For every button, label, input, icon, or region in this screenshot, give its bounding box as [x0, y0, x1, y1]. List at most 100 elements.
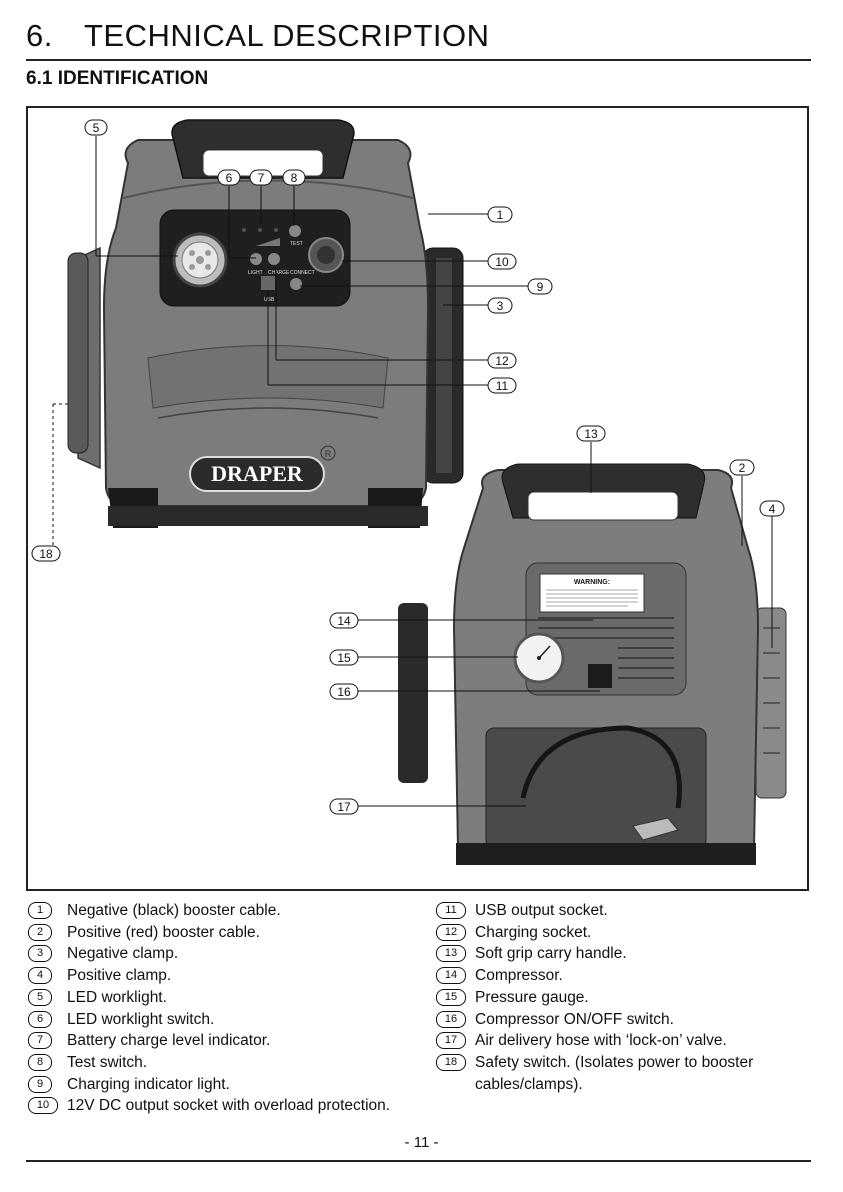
legend-number: 7 — [28, 1032, 52, 1050]
legend-number: 8 — [28, 1053, 52, 1071]
bottom-rule — [26, 1160, 811, 1162]
registered-mark: R — [325, 449, 332, 459]
legend-item: 17 Air delivery hose with ‘lock-on’ valve… — [436, 1030, 806, 1052]
svg-text:7: 7 — [258, 171, 265, 185]
callout-18: 18 — [31, 545, 61, 562]
connect-label: CONNECT — [290, 270, 315, 276]
legend-number: 2 — [28, 923, 52, 941]
svg-text:16: 16 — [337, 685, 351, 699]
svg-text:2: 2 — [739, 461, 746, 475]
svg-text:9: 9 — [537, 280, 544, 294]
legend-item: 12 Charging socket. — [436, 922, 806, 944]
svg-text:15: 15 — [337, 651, 351, 665]
legend-number: 10 — [28, 1097, 58, 1115]
section-number: 6. — [26, 18, 53, 53]
legend-text: Positive clamp. — [67, 967, 172, 985]
legend-item: 11 USB output socket. — [436, 900, 806, 922]
svg-text:17: 17 — [337, 800, 351, 814]
callout-2: 2 — [729, 459, 755, 476]
legend-number: 3 — [28, 945, 52, 963]
callout-17: 17 — [329, 798, 359, 815]
legend-item: 2 Positive (red) booster cable. — [28, 922, 408, 944]
legend-text: Negative (black) booster cable. — [67, 902, 281, 919]
legend-item: 14 Compressor. — [436, 965, 806, 987]
legend-number: 6 — [28, 1010, 52, 1028]
callout-7: 7 — [249, 169, 273, 186]
svg-text:18: 18 — [39, 547, 53, 561]
callout-4: 4 — [759, 500, 785, 517]
callout-leaders — [52, 136, 773, 807]
light-label: LIGHT — [248, 270, 263, 276]
legend-text: USB output socket. — [475, 902, 608, 919]
legend-item: 4 Positive clamp. — [28, 965, 408, 987]
legend-number: 17 — [436, 1032, 466, 1050]
legend-number: 4 — [28, 967, 52, 985]
legend-number: 12 — [436, 923, 466, 941]
callout-5: 5 — [84, 119, 108, 136]
legend-item: 10 12V DC output socket with overload pro… — [28, 1095, 408, 1117]
callout-14: 14 — [329, 612, 359, 629]
callout-3: 3 — [487, 297, 513, 314]
legend-text: Negative clamp. — [67, 945, 179, 963]
svg-text:6: 6 — [226, 171, 233, 185]
legend-text: Compressor ON/OFF switch. — [475, 1010, 674, 1028]
legend-text: Air delivery hose with ‘lock-on’ valve. — [475, 1032, 727, 1050]
legend-item: 3 Negative clamp. — [28, 943, 408, 965]
legend-text: Test switch. — [67, 1053, 148, 1071]
charge-label: CHARGE — [268, 270, 290, 276]
legend-number: 18 — [436, 1053, 466, 1071]
section-title-text: TECHNICAL DESCRIPTION — [84, 18, 490, 53]
legend-number: 9 — [28, 1075, 52, 1093]
legend-text: Compressor. — [475, 967, 563, 985]
legend-text: Battery charge level indicator. — [67, 1032, 271, 1050]
test-label: TEST — [290, 241, 303, 247]
subsection-title: 6.1 IDENTIFICATION — [26, 68, 209, 89]
legend-text: Charging socket. — [475, 923, 592, 941]
svg-text:4: 4 — [769, 502, 776, 516]
svg-text:12: 12 — [495, 354, 509, 368]
svg-text:11: 11 — [496, 379, 509, 393]
top-rule — [26, 59, 811, 61]
svg-text:3: 3 — [497, 299, 504, 313]
brand-logo: DRAPER — [211, 461, 304, 486]
legend-item: 7 Battery charge level indicator. — [28, 1030, 408, 1052]
legend-number: 13 — [436, 945, 466, 963]
legend-text: LED worklight. — [67, 988, 167, 1006]
legend-item: 9 Charging indicator light. — [28, 1074, 408, 1096]
svg-text:8: 8 — [291, 171, 298, 185]
callout-badges: 5 6 7 8 1 10 9 3 12 11 13 2 4 18 14 15 1… — [31, 119, 785, 815]
legend-text: Safety switch. (Isolates power to booste… — [475, 1053, 754, 1093]
svg-text:14: 14 — [337, 614, 351, 628]
legend-item: 13 Soft grip carry handle. — [436, 943, 806, 965]
legend-item: 5 LED worklight. — [28, 987, 408, 1009]
legend-number: 14 — [436, 967, 466, 985]
callout-8: 8 — [282, 169, 306, 186]
legend-text: 12V DC output socket with overload prote… — [67, 1097, 391, 1115]
product-illustration: TEST LIGHT CHARGE CONNECT USB DRAPER R — [31, 119, 787, 865]
legend-item: 1 Negative (black) booster cable. — [28, 900, 408, 922]
callout-15: 15 — [329, 649, 359, 666]
callout-9: 9 — [527, 278, 553, 295]
callout-1: 1 — [487, 206, 513, 223]
page-number: - 11 - — [404, 1134, 439, 1151]
svg-text:1: 1 — [497, 208, 504, 222]
legend-number: 1 — [28, 902, 52, 919]
warning-label: WARNING: — [574, 579, 610, 586]
legend-number: 5 — [28, 988, 52, 1006]
callout-16: 16 — [329, 683, 359, 700]
legend-text: Charging indicator light. — [67, 1075, 230, 1093]
callout-11: 11 — [487, 377, 517, 394]
legend-text: Pressure gauge. — [475, 988, 589, 1006]
svg-text:13: 13 — [584, 427, 598, 441]
legend-text: Soft grip carry handle. — [475, 945, 627, 963]
legend-text: Positive (red) booster cable. — [67, 923, 260, 941]
section-title: 6. TECHNICAL DESCRIPTION — [26, 18, 490, 54]
usb-label: USB — [264, 297, 275, 303]
legend-number: 11 — [436, 902, 466, 919]
callout-6: 6 — [217, 169, 241, 186]
